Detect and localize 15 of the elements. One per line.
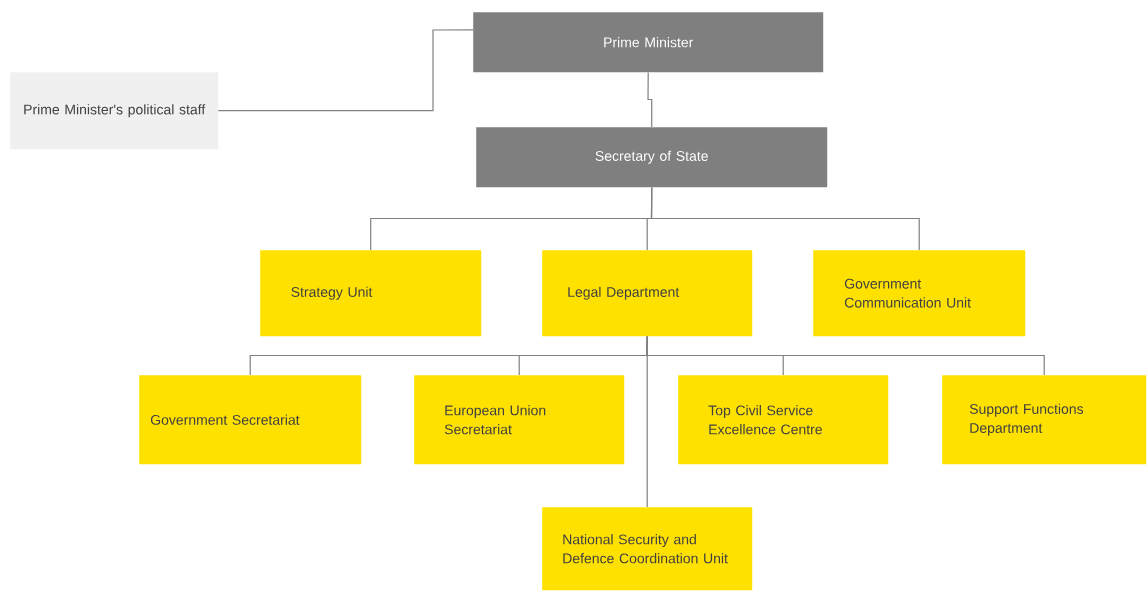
unit-box: Support Functions Department <box>942 375 1147 465</box>
unit-box: National Security and Defence Coordination Unit <box>542 507 753 591</box>
unit-box: Government Secretariat <box>139 375 362 465</box>
unit-box: Strategy Unit <box>260 250 482 337</box>
connector-line <box>650 186 920 251</box>
leader-box: Secretary of State <box>476 127 828 188</box>
unit-box: Legal Department <box>542 250 753 337</box>
unit-box: Government Communication Unit <box>813 250 1026 337</box>
staff-box: Prime Minister's political staff <box>10 72 219 150</box>
unit-box: European Union Secretariat <box>414 375 625 465</box>
connector-line <box>217 29 474 112</box>
connector-line <box>646 335 648 508</box>
connector-line <box>647 71 653 128</box>
leader-box: Prime Minister <box>473 12 824 73</box>
unit-box: Top Civil Service Excellence Centre <box>678 375 889 465</box>
